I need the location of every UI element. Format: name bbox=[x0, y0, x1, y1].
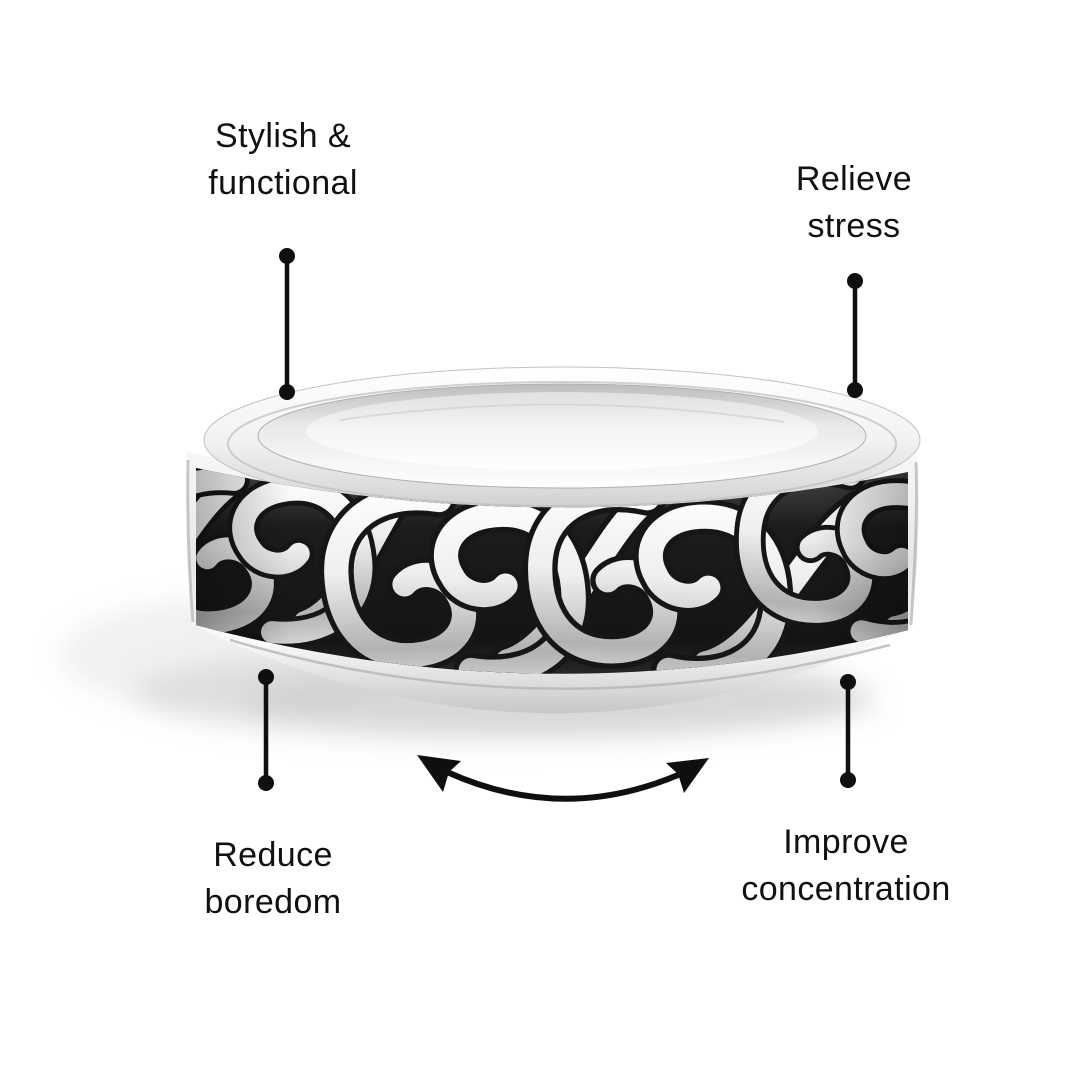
label-line: Stylish & bbox=[215, 117, 351, 155]
arrowhead-left bbox=[417, 755, 461, 792]
connector-dot bbox=[279, 384, 295, 400]
label-line: Improve bbox=[783, 823, 909, 861]
connector-dot bbox=[847, 273, 863, 289]
label-line: concentration bbox=[741, 870, 951, 908]
ring-bottom-rim-groove bbox=[229, 638, 891, 691]
label-line: Relieve bbox=[795, 160, 913, 198]
connector-bottom-right bbox=[840, 674, 856, 788]
label-line: functional bbox=[208, 164, 358, 202]
label-line: boredom bbox=[204, 883, 342, 921]
connector-dot bbox=[840, 772, 856, 788]
label-line: Reduce bbox=[213, 836, 333, 874]
callout-connectors bbox=[258, 248, 863, 791]
connector-dot bbox=[847, 382, 863, 398]
ring-right-edge bbox=[909, 461, 919, 626]
ring-rim-seam bbox=[227, 381, 897, 507]
ring-left-edge bbox=[186, 459, 195, 623]
connector-dot bbox=[258, 775, 274, 791]
connector-dot bbox=[279, 248, 295, 264]
connector-top-left bbox=[279, 248, 295, 400]
connector-bottom-left bbox=[258, 669, 274, 791]
spin-arrow-icon bbox=[417, 755, 709, 802]
label-improve-concentration: Improve concentration bbox=[741, 819, 950, 913]
label-reduce-boredom: Reduce boredom bbox=[205, 832, 342, 926]
label-line: stress bbox=[807, 207, 901, 245]
label-relieve-stress: Relieve stress bbox=[796, 156, 912, 250]
connector-top-right bbox=[847, 273, 863, 398]
connector-dot bbox=[258, 669, 274, 685]
spinner-ring-image bbox=[186, 366, 921, 714]
connector-dot bbox=[840, 674, 856, 690]
ring-hole-sheen bbox=[339, 403, 785, 423]
label-stylish-functional: Stylish & functional bbox=[208, 113, 358, 207]
arrowhead-right bbox=[666, 758, 709, 793]
